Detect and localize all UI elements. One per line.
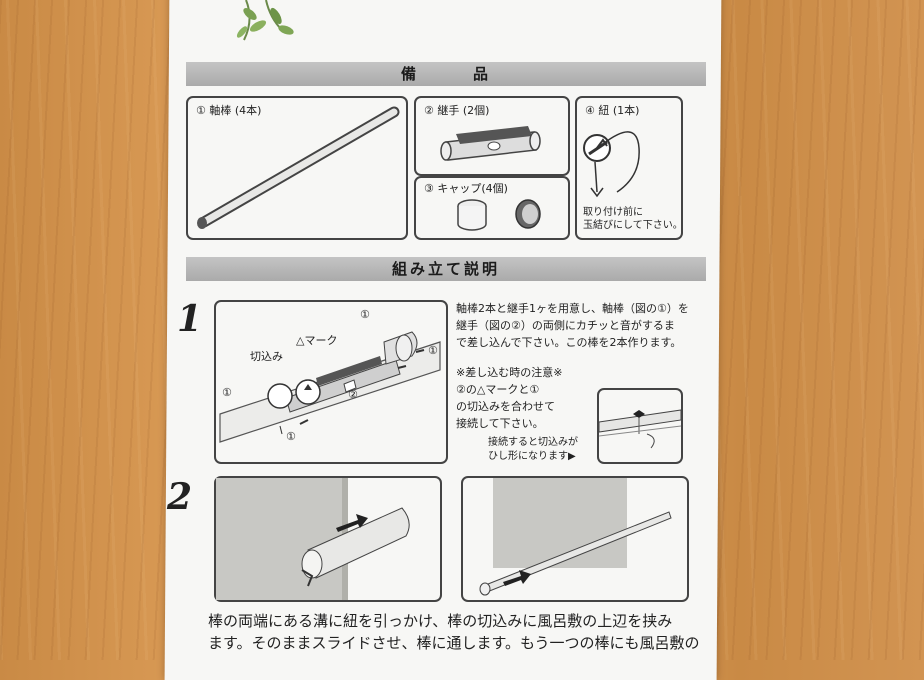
cap-illustration	[457, 199, 541, 231]
note-detail-box	[597, 388, 683, 464]
step-2-diagram-right	[461, 476, 689, 602]
step-1-line-3: で差し込んで下さい。この棒を2本作ります。	[456, 336, 682, 349]
note-line-1: ※差し込む時の注意※	[456, 366, 563, 379]
part-cap-label: ③ キャップ(4個)	[424, 182, 508, 195]
step-1-illustration	[219, 331, 441, 443]
notch-label: 切込み	[250, 350, 283, 363]
bottom-line-1: 棒の両端にある溝に紐を引っかけ、棒の切込みに風呂敷の上辺を挟み	[208, 612, 673, 630]
part-shaft-box: ① 軸棒 (4本)	[186, 96, 408, 240]
step-2-right-illustration	[479, 478, 672, 596]
note-caption-2: ひし形になります▶	[488, 451, 576, 462]
part-string-box: ④ 紐 (1本) 取り付け前に 玉結びにして下さい。	[575, 96, 683, 240]
circle-1-label-d: ①	[286, 430, 296, 443]
step-1-diagram: 切込み △マーク ① ① ① ① ②	[214, 300, 448, 464]
note-caption: 接続すると切込みが ひし形になります▶	[488, 436, 578, 464]
circle-1-label-a: ①	[360, 308, 370, 321]
string-note-1: 取り付け前に	[583, 207, 643, 218]
circle-1-label-c: ①	[222, 386, 232, 399]
step-2-left-illustration	[216, 478, 410, 600]
assembly-header: 組み立て説明	[186, 257, 706, 281]
note-line-2: ②の△マークと①	[456, 383, 540, 396]
string-note-2: 玉結びにして下さい。	[583, 220, 683, 231]
step-1-line-1: 軸棒2本と継手1ヶを用意し、軸棒（図の①）を	[456, 302, 689, 315]
part-shaft-label: ① 軸棒 (4本)	[196, 104, 262, 117]
note-caption-1: 接続すると切込みが	[488, 437, 578, 448]
parts-header: 備 品	[186, 62, 706, 86]
note-detail-illustration	[598, 409, 682, 449]
circle-1-label-b: ①	[428, 344, 438, 357]
note-line-3: の切込みを合わせて	[456, 400, 555, 413]
shaft-illustration	[197, 106, 400, 229]
step-1-instructions: 軸棒2本と継手1ヶを用意し、軸棒（図の①）を 継手（図の②）の両側にカチッと音が…	[456, 300, 689, 351]
bottom-line-2: ます。そのままスライドさせ、棒に通します。もう一つの棒にも風呂敷の	[208, 634, 700, 652]
joint-illustration	[440, 126, 541, 161]
string-illustration	[583, 131, 640, 198]
part-joint-box: ② 継手 (2個)	[414, 96, 570, 176]
part-string-label: ④ 紐 (1本)	[585, 104, 640, 117]
step-2-number: 2	[167, 476, 193, 518]
note-line-4: 接続して下さい。	[456, 417, 544, 430]
step-2-instructions: 棒の両端にある溝に紐を引っかけ、棒の切込みに風呂敷の上辺を挟み ます。そのままス…	[208, 610, 700, 654]
circle-2-label: ②	[348, 388, 358, 401]
part-joint-label: ② 継手 (2個)	[424, 104, 490, 117]
part-cap-box: ③ キャップ(4個)	[414, 176, 570, 240]
plant-illustration	[236, 0, 294, 41]
step-1-number: 1	[177, 298, 203, 340]
step-2-diagram-left	[214, 476, 442, 602]
triangle-mark-label: △マーク	[296, 334, 338, 347]
step-1-line-2: 継手（図の②）の両側にカチッと音がするま	[456, 319, 675, 332]
step-1-note: ※差し込む時の注意※ ②の△マークと① の切込みを合わせて 接続して下さい。	[456, 364, 562, 432]
